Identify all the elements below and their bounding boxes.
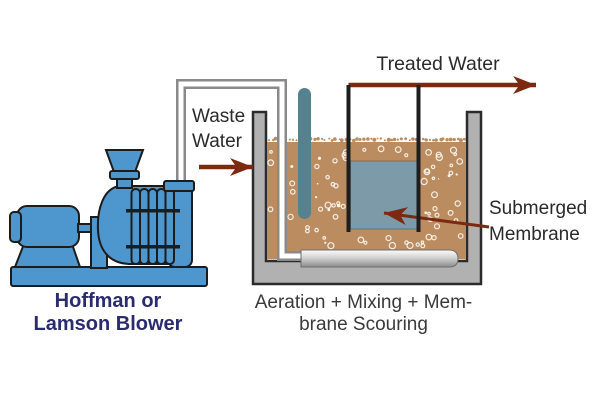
blower-bellows-ribs — [130, 188, 175, 265]
submerged-membrane-label: Submerged Membrane — [489, 198, 588, 245]
submerged-membrane-module — [350, 160, 419, 230]
blower-illustration — [9, 149, 208, 287]
liquid-surface-roughness — [268, 136, 466, 143]
treated-water-label: Treated Water — [376, 53, 500, 75]
membrane-pointer-arrow — [383, 207, 490, 229]
blower-label: Hoffman or Lamson Blower — [33, 290, 183, 335]
immersed-tube-probe — [298, 88, 311, 219]
aeration-tank — [251, 110, 483, 286]
intake-funnel — [104, 149, 145, 173]
waste-water-label: Waste Water — [192, 106, 246, 152]
funnel-neck — [116, 178, 133, 189]
funnel-flange — [109, 170, 140, 180]
blower-base — [10, 266, 208, 287]
membrane-frame — [346, 85, 421, 232]
tie-rod-top — [126, 209, 180, 213]
tie-rod-bottom — [126, 245, 180, 249]
motor-end-cap — [9, 211, 22, 243]
motor-body — [16, 205, 80, 248]
air-pipe — [176, 79, 303, 261]
tank-caption: Aeration + Mixing + Mem- brane Scouring — [254, 292, 473, 335]
aeration-diffuser-bar — [300, 249, 459, 268]
outlet-flange — [163, 180, 195, 192]
